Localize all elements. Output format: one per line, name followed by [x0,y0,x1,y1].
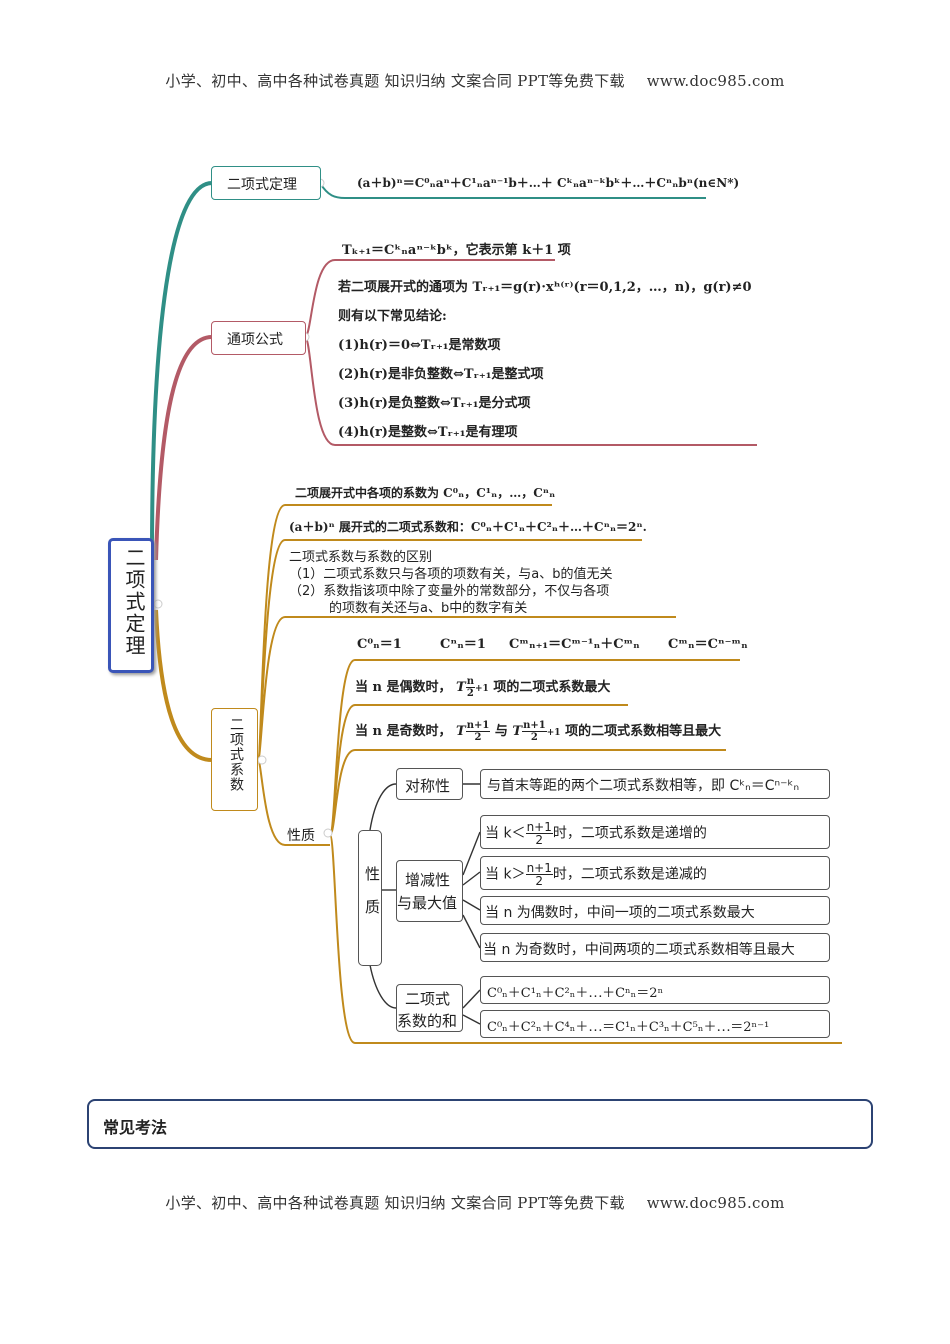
diff-line-1: （1）二项式系数只与各项的项数有关，与a、b的值无关 [289,567,613,582]
even-frac-add: +1 [475,684,489,694]
identity-1: Cⁿₙ＝1 [440,637,486,652]
odd-mid: 与 [494,724,508,739]
general-term-line-4: (3)h(r)是负整数⇔Tᵣ₊₁是分式项 [338,396,531,411]
inc-den: 2 [535,833,544,847]
branch-binomial-coeff-label: 二项式系数 [228,717,244,792]
dec-num: n+1 [525,861,553,875]
properties-label: 性质 [287,828,315,844]
identity-3: Cᵐₙ＝Cⁿ⁻ᵐₙ [668,637,748,652]
even-post: 项的二项式系数最大 [493,680,611,695]
general-term-line-0: 若二项展开式的通项为 Tᵣ₊₁＝g(r)·xʰ⁽ʳ⁾(r＝0,1,2，…，n)，… [338,280,752,295]
symmetry-text: 与首末等距的两个二项式系数相等，即 Cᵏₙ＝Cⁿ⁻ᵏₙ [487,778,800,794]
branch-general-term-label: 通项公式 [227,332,283,348]
section-box: 常见考法 [87,1099,873,1149]
odd-b-num: n+1 [522,720,547,732]
coeff-sum: (a＋b)ⁿ 展开式的二项式系数和：C⁰ₙ＋C¹ₙ＋C²ₙ＋…＋Cⁿₙ＝2ⁿ. [289,520,647,534]
branch-theorem[interactable]: 二项式定理 [211,166,321,200]
general-term-formula: Tₖ₊₁＝Cᵏₙaⁿ⁻ᵏbᵏ，它表示第 k＋1 项 [342,243,571,258]
sum-1-box[interactable]: C⁰ₙ＋C¹ₙ＋C²ₙ＋⋯＋Cⁿₙ＝2ⁿ [480,976,830,1004]
general-term-line-2: (1)h(r)＝0⇔Tᵣ₊₁是常数项 [338,338,501,353]
sum-2-text: C⁰ₙ＋C²ₙ＋C⁴ₙ＋⋯＝C¹ₙ＋C³ₙ＋C⁵ₙ＋⋯＝2ⁿ⁻¹ [487,1020,770,1035]
footer-site: www.doc985.com [646,1194,785,1212]
odd-max-text: 当 n 为奇数时，中间两项的二项式系数相等且最大 [483,942,795,958]
footer: 小学、初中、高中各种试卷真题 知识归纳 文案合同 PPT等免费下载 www.doc… [0,1192,950,1213]
odd-term-b-symbol: T [512,724,523,739]
odd-b-den: 2 [530,732,538,743]
inc-post: 时，二项式系数是递增的 [552,825,707,842]
odd-post: 项的二项式系数相等且最大 [565,724,722,739]
root-label: 二项式定理 [122,547,146,657]
even-pre: 当 n 是偶数时， [355,680,452,695]
diff-line-2: （2）系数指该项中除了变量外的常数部分，不仅与各项 [289,584,610,599]
monotonic-label-1: 增减性 [405,871,451,889]
properties-box-label: 性质 [363,866,381,932]
even-max-box[interactable]: 当 n 为偶数时，中间一项的二项式系数最大 [480,896,830,925]
general-term-line-3: (2)h(r)是非负整数⇔Tᵣ₊₁是整式项 [338,367,544,382]
dec-pre: 当 k＞ [485,866,526,883]
root-node[interactable]: 二项式定理 [108,538,154,673]
monotonic-label-2: 与最大值 [397,894,458,912]
section-title: 常见考法 [103,1118,168,1137]
inc-pre: 当 k＜ [485,825,526,842]
symmetry-node[interactable]: 对称性 [396,768,463,800]
branch-general-term[interactable]: 通项公式 [211,321,306,355]
header-site: www.doc985.com [646,72,785,90]
identity-2: Cᵐₙ₊₁＝Cᵐ⁻¹ₙ＋Cᵐₙ [509,637,640,652]
diff-line-3: 的项数有关还与a、b中的数字有关 [329,601,528,616]
coeff-sum-node[interactable]: 二项式 系数的和 [396,984,463,1032]
inc-num: n+1 [525,820,553,834]
coeff-sum-label-2: 系数的和 [397,1012,458,1030]
identity-0: C⁰ₙ＝1 [357,637,402,652]
footer-text: 小学、初中、高中各种试卷真题 知识归纳 文案合同 PPT等免费下载 [165,1194,625,1212]
general-term-line-5: (4)h(r)是整数⇔Tᵣ₊₁是有理项 [338,425,518,440]
odd-b-add: +1 [546,728,561,738]
coeff-list: 二项展开式中各项的系数为 C⁰ₙ，C¹ₙ，…，Cⁿₙ [295,486,556,500]
sum-1-text: C⁰ₙ＋C¹ₙ＋C²ₙ＋⋯＋Cⁿₙ＝2ⁿ [487,986,664,1001]
even-max-text: 当 n 为偶数时，中间一项的二项式系数最大 [485,905,755,921]
even-frac-den: 2 [466,688,474,699]
odd-a-num: n+1 [465,720,491,732]
branch-binomial-coeff[interactable]: 二项式系数 [211,708,258,811]
header-text: 小学、初中、高中各种试卷真题 知识归纳 文案合同 PPT等免费下载 [165,72,625,90]
odd-max-box[interactable]: 当 n 为奇数时，中间两项的二项式系数相等且最大 [480,933,830,962]
symmetry-label: 对称性 [405,777,451,795]
general-term-line-1: 则有以下常见结论: [338,309,447,324]
dec-post: 时，二项式系数是递减的 [552,866,707,883]
symmetry-box[interactable]: 与首末等距的两个二项式系数相等，即 Cᵏₙ＝Cⁿ⁻ᵏₙ [480,769,830,799]
even-term-symbol: T [456,680,466,695]
properties-box[interactable]: 性质 [358,830,382,966]
coeff-sum-label-1: 二项式 [405,990,451,1008]
dec-den: 2 [535,874,544,888]
odd-term-a-symbol: T [456,724,466,739]
monotonic-node[interactable]: 增减性 与最大值 [396,860,463,922]
odd-a-den: 2 [474,732,482,743]
sum-2-box[interactable]: C⁰ₙ＋C²ₙ＋C⁴ₙ＋⋯＝C¹ₙ＋C³ₙ＋C⁵ₙ＋⋯＝2ⁿ⁻¹ [480,1010,830,1038]
theorem-formula: (a＋b)ⁿ＝C⁰ₙaⁿ＋C¹ₙaⁿ⁻¹b＋…＋ Cᵏₙaⁿ⁻ᵏbᵏ＋…＋Cⁿₙ… [357,176,740,190]
odd-pre: 当 n 是奇数时， [355,724,452,739]
diff-title: 二项式系数与系数的区别 [289,550,433,565]
header: 小学、初中、高中各种试卷真题 知识归纳 文案合同 PPT等免费下载 www.doc… [0,70,950,91]
even-frac-num: n [465,676,476,688]
branch-theorem-label: 二项式定理 [227,177,297,193]
